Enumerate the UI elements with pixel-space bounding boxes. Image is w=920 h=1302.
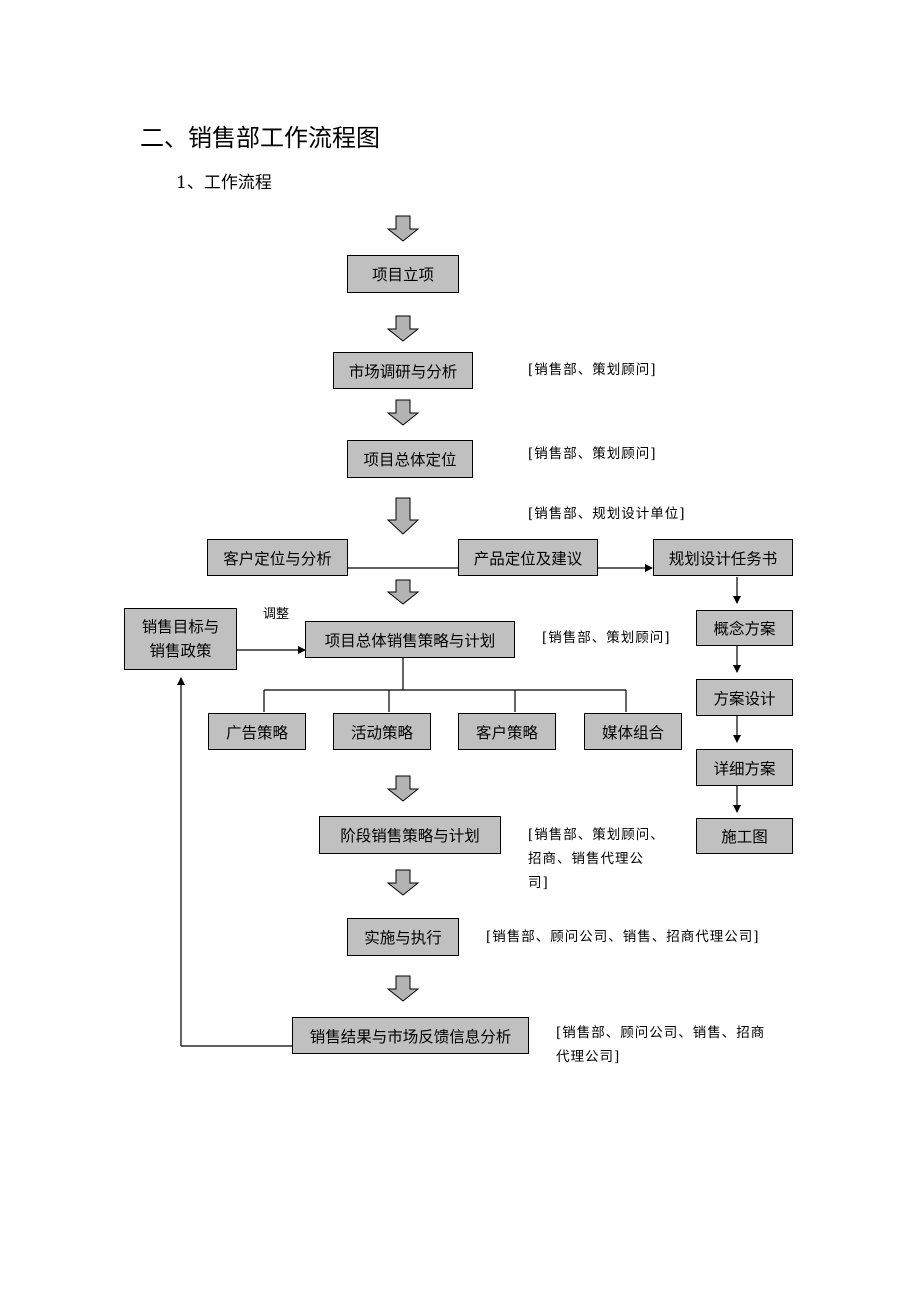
node-phase-sales-strategy: 阶段销售策略与计划 [319,816,501,854]
note-results-feedback-line2: 代理公司] [556,1049,621,1065]
note-implementation: [销售部、顾问公司、销售、招商代理公司] [486,929,760,945]
note-overall-strategy: [销售部、策划顾问] [542,630,671,646]
note-phase-strategy: [销售部、策划顾问、 招商、销售代理公 司] [528,823,665,895]
label-adjust: 调整 [263,607,290,622]
node-overall-sales-strategy: 项目总体销售策略与计划 [305,621,515,658]
note-market-research: [销售部、策划顾问] [528,362,657,378]
node-customer-positioning: 客户定位与分析 [207,539,348,576]
note-results-feedback: [销售部、顾问公司、销售、招商 代理公司] [556,1021,765,1069]
note-phase-strategy-line3: 司] [528,875,549,891]
node-overall-positioning: 项目总体定位 [347,440,473,478]
node-detailed-plan: 详细方案 [696,749,793,786]
node-sales-target: 销售目标与 销售政策 [124,608,237,670]
note-overall-positioning: [销售部、策划顾问] [528,446,657,462]
node-sales-target-line1: 销售目标与 [141,618,220,636]
note-results-feedback-line1: [销售部、顾问公司、销售、招商 [556,1025,766,1041]
note-phase-strategy-line1: [销售部、策划顾问、 [528,827,665,843]
node-product-positioning: 产品定位及建议 [458,539,598,576]
block-arrow-2 [386,315,420,342]
node-results-feedback: 销售结果与市场反馈信息分析 [292,1017,529,1054]
node-planning-task-book: 规划设计任务书 [653,539,793,576]
node-concept-plan: 概念方案 [696,610,793,646]
block-arrow-8 [386,975,420,1002]
block-arrow-3 [386,399,420,426]
node-advertising-strategy: 广告策略 [208,713,306,750]
block-arrow-6 [386,775,420,802]
note-planning: [销售部、规划设计单位] [528,506,686,522]
node-project-approval: 项目立项 [347,255,459,293]
note-phase-strategy-line2: 招商、销售代理公 [528,851,644,867]
block-arrow-5 [386,579,420,605]
block-arrow-1 [386,215,420,242]
node-scheme-design: 方案设计 [696,679,793,716]
node-market-research: 市场调研与分析 [333,352,473,389]
block-arrow-4 [386,497,420,535]
section-subtitle: 1、工作流程 [176,173,272,193]
page-title: 二、销售部工作流程图 [140,124,380,152]
node-construction-drawing: 施工图 [696,818,793,854]
node-sales-target-line2: 销售政策 [149,642,212,660]
node-event-strategy: 活动策略 [333,713,431,750]
node-customer-strategy: 客户策略 [458,713,556,750]
node-media-mix: 媒体组合 [584,713,682,750]
node-implementation: 实施与执行 [347,918,459,956]
block-arrow-7 [386,869,420,896]
